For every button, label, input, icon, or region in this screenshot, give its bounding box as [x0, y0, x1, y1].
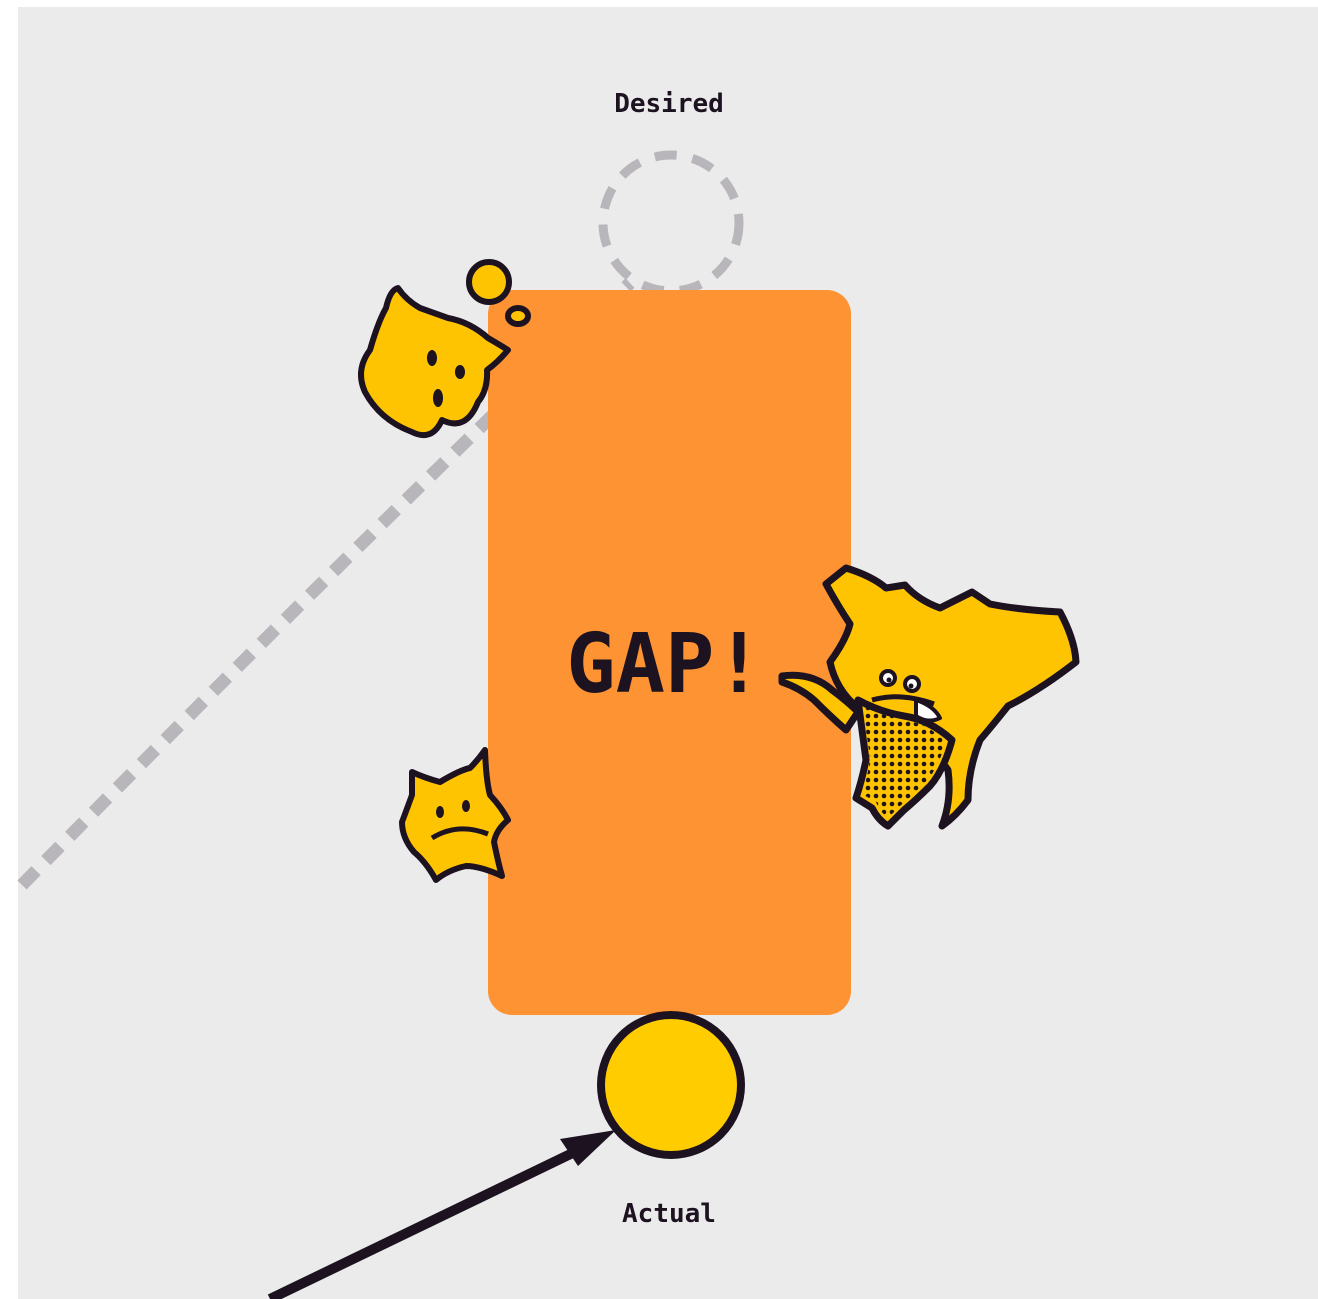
gap-label: GAP!: [566, 617, 763, 712]
gremlin-monster-icon: [778, 564, 1080, 830]
worried-blob-icon: [358, 259, 531, 438]
actual-trajectory-arrow: [267, 1130, 616, 1299]
actual-ball: [597, 1011, 745, 1159]
gap-block: [488, 290, 851, 1015]
actual-label: Actual: [622, 1199, 716, 1229]
desired-label: Desired: [614, 89, 724, 119]
frowning-blob-icon: [399, 747, 511, 883]
desired-target: [598, 150, 744, 296]
